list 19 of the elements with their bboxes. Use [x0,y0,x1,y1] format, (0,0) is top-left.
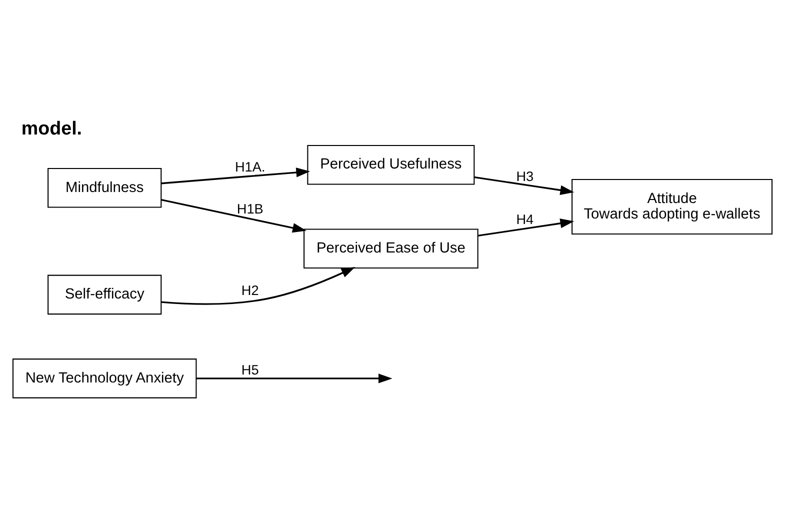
node-box: Attitude Towards adopting e-wallets [572,178,773,234]
node-box: Perceived Usefulness [307,144,475,184]
node-box: Self-efficacy [48,274,162,314]
arrow [161,198,306,232]
node-box: Perceived Ease of Use [304,228,478,268]
edge-label: H5 [241,362,259,378]
edge-label: H4 [516,211,534,226]
node-box: Mindfulness [48,168,162,208]
arrow [161,266,356,304]
edge-label: H1A. [234,159,266,174]
edge-label: H3 [516,168,534,184]
diagram-title: model. [21,116,82,138]
arrow [161,167,310,184]
edge-label: H2 [241,282,259,298]
node-box: New Technology Anxiety [12,358,197,398]
arrow [478,218,574,236]
arrow [196,373,392,383]
arrow [474,176,574,194]
edge-label: H1B [236,200,264,216]
